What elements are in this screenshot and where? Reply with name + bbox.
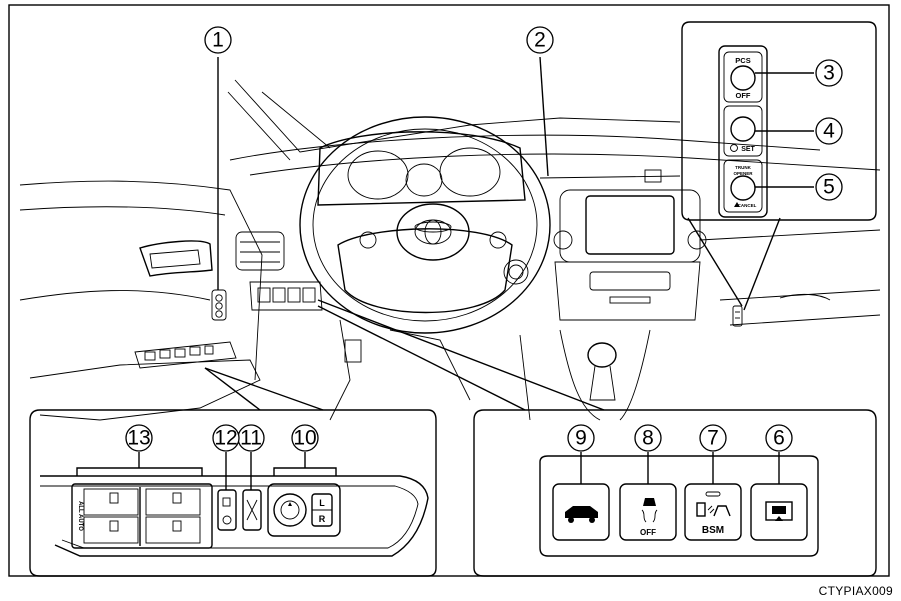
door-handle [139,240,213,277]
trunk-opener-switch[interactable] [730,175,756,201]
mirror-r-label: R [319,514,326,524]
trunk-label-2: OPENER [733,171,753,176]
instrument-cluster [317,131,526,206]
inset-lower-switches [473,409,877,577]
svg-text:1: 1 [212,29,224,52]
svg-text:10: 10 [293,427,316,450]
callout-10: 10 [291,424,319,452]
center-display [585,195,675,255]
svg-text:3: 3 [823,62,835,85]
vsc-off-label: OFF [640,528,656,537]
pcs-off-label: OFF [736,91,751,100]
set-switch[interactable] [730,116,756,142]
svg-text:8: 8 [642,427,654,450]
callout-4: 4 [815,117,843,145]
mirror-l-label: L [319,498,325,508]
svg-text:9: 9 [575,427,587,450]
svg-text:12: 12 [214,427,237,450]
callout-9: 9 [567,424,595,452]
svg-text:6: 6 [773,427,785,450]
inset-door-switches [29,409,437,577]
svg-text:5: 5 [823,176,835,199]
figure-code: CTYPIAX009 [818,584,893,598]
svg-text:13: 13 [127,427,150,450]
trunk-cancel-label: CANCEL [738,203,757,208]
mirror-control-switch[interactable] [273,493,307,527]
window-lock-switch[interactable] [242,489,262,531]
callout-12: 12 [212,424,240,452]
car-interior [19,79,881,421]
door-lock-switch[interactable] [217,489,237,531]
set-icon [730,144,738,152]
svg-text:11: 11 [240,427,262,450]
callout-2: 2 [526,26,554,54]
svg-text:7: 7 [707,427,719,450]
figure-frame [8,4,890,577]
callout-13: 13 [125,424,153,452]
skid-car-icon [643,498,656,506]
callout-11: 11 [237,424,265,452]
steering-wheel [299,116,551,334]
pcs-label: PCS [735,56,750,65]
all-auto-label: ALL AUTO [77,501,83,531]
bsm-indicator-icon [705,491,721,497]
callout-5: 5 [815,173,843,201]
set-label: SET [741,146,755,153]
inset-right-switches [681,21,877,221]
car-silhouette-icon [565,506,598,518]
eject-icon [734,202,740,207]
callout-8: 8 [634,424,662,452]
bsm-label: BSM [702,525,724,536]
svg-text:2: 2 [534,29,546,52]
callout-7: 7 [699,424,727,452]
callout-1: 1 [204,26,232,54]
callout-6: 6 [765,424,793,452]
svg-text:4: 4 [823,120,835,143]
shift-knob [587,342,617,368]
leader-lines [204,56,781,411]
callout-3: 3 [815,59,843,87]
airbag-hub [396,203,470,261]
trunk-label-1: TRUNK [735,165,751,170]
pcs-off-switch[interactable] [730,65,756,91]
